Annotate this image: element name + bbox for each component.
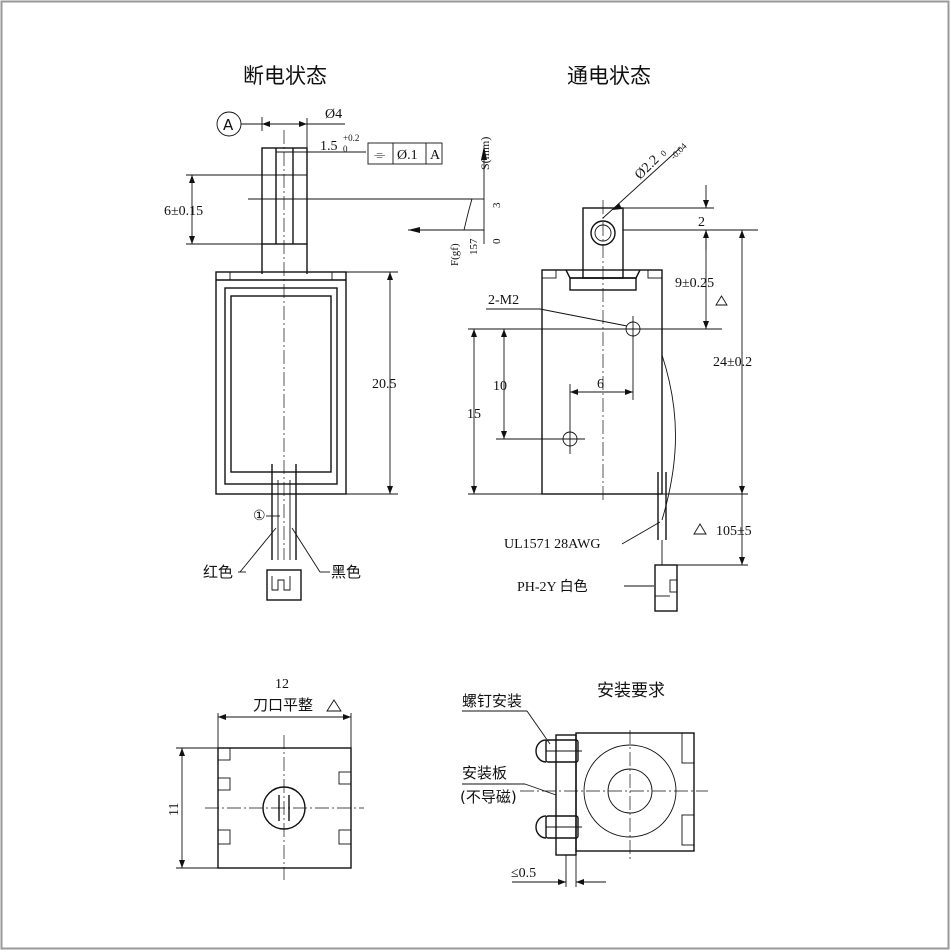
graph-f-axis: F(gf) xyxy=(449,243,461,266)
mounting-plate xyxy=(555,734,577,856)
datum-a-label: A xyxy=(223,116,234,134)
top-offset-dim: 2 xyxy=(698,215,705,230)
dim-6: 6 xyxy=(597,377,604,392)
screw-holes-label: 2-M2 xyxy=(488,293,519,308)
gtol-symbol: ⌯ xyxy=(374,147,385,163)
solenoid-body xyxy=(215,271,347,495)
gtol-datum: A xyxy=(430,148,441,163)
connector-label: PH-2Y 白色 xyxy=(517,578,588,595)
hole-dia-dim: Ø2.2 xyxy=(632,153,662,183)
install-title: 安装要求 xyxy=(597,681,665,701)
flatness-label: 刀口平整 xyxy=(253,696,313,714)
bottom-depth-dim: 11 xyxy=(167,803,182,816)
red-wire-label: 红色 xyxy=(203,563,233,581)
graph-force: 157 xyxy=(468,238,480,255)
install-view: 螺钉安装 安装板 (不导磁) ≤0.5 xyxy=(460,692,708,887)
on-connector xyxy=(654,564,678,612)
bottom-width-dim: 12 xyxy=(275,677,289,692)
force-stroke-graph: S(mm) F(gf) 3 0 157 xyxy=(408,137,503,266)
gap-dim: ≤0.5 xyxy=(511,866,536,881)
stroke-dim: 6±0.15 xyxy=(164,204,203,219)
hole-position-dim: 9±0.25 xyxy=(675,276,714,291)
plunger-face xyxy=(262,786,306,830)
screw-mount-label: 螺钉安装 xyxy=(462,692,522,710)
dim-10: 10 xyxy=(493,379,507,394)
wire-spec-label: UL1571 28AWG xyxy=(504,537,600,552)
dim-15: 15 xyxy=(467,407,481,422)
plate-label: 安装板 xyxy=(462,764,507,782)
off-state-view: A Ø4 1.5 +0.2 0 ⌯ Ø.1 A 6±0 xyxy=(164,107,472,601)
off-state-title: 断电状态 xyxy=(243,64,327,88)
slot-tol-high: +0.2 xyxy=(343,133,359,143)
black-wire-label: 黑色 xyxy=(331,563,361,581)
body-height-dim: 20.5 xyxy=(372,377,397,392)
hole-dia-tol-low: -0.04 xyxy=(668,141,689,162)
plate-note: (不导磁) xyxy=(460,788,517,806)
lead-length-dim: 105±5 xyxy=(716,524,752,539)
on-state-view: Ø2.2 0 -0.04 2 2-M2 9±0.25 xyxy=(467,141,758,612)
plunger-dia-dim: Ø4 xyxy=(325,107,342,122)
graph-s-axis: S(mm) xyxy=(478,137,492,170)
install-body xyxy=(575,732,695,852)
on-state-title: 通电状态 xyxy=(567,64,651,88)
graph-s-min: 0 xyxy=(491,238,503,244)
slot-tol-low: 0 xyxy=(343,144,348,154)
gtol-zone: Ø.1 xyxy=(397,148,418,163)
plunger-top xyxy=(261,147,308,245)
hole-dia-tol-high: 0 xyxy=(658,148,669,159)
graph-s-max: 3 xyxy=(491,202,503,208)
body-height-dim-on: 24±0.2 xyxy=(713,355,752,370)
lead-number: ① xyxy=(253,509,266,524)
bottom-view: 12 刀口平整 11 xyxy=(167,677,364,880)
slot-width-dim: 1.5 xyxy=(320,139,338,154)
